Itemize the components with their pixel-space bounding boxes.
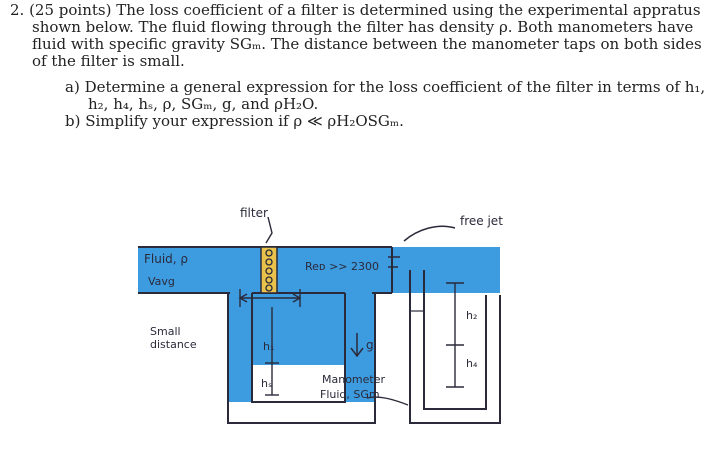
g-label: g [366,338,374,352]
problem-statement: 2. (25 points) The loss coefficient of a… [10,1,705,130]
h4-label: h₄ [466,357,478,370]
problem-line-3: fluid with specific gravity SGₘ. The dis… [32,35,702,53]
h2-label: h₂ [466,309,477,322]
fluid-label: Fluid, ρ [144,252,188,266]
distance-label: distance [150,338,197,351]
apparatus-figure: filter free jet Fluid, ρ Vavg Reᴅ >> 230… [138,206,503,424]
problem-line-4: of the filter is small. [32,52,185,70]
h1-label: h₁ [263,340,274,353]
manometer-label: Manometer [322,373,385,386]
free-jet-label: free jet [460,214,503,228]
part-a-line-1: a) Determine a general expression for th… [65,78,705,96]
problem-line-1: 2. (25 points) The loss coefficient of a… [10,1,701,19]
part-a-line-2: h₂, h₄, hₛ, ρ, SGₘ, g, and ρH₂O. [88,95,319,113]
reynolds-label: Reᴅ >> 2300 [305,260,379,273]
pipe-fluid [138,247,500,293]
filter-label: filter [240,206,268,220]
vavg-label: Vavg [148,275,175,288]
filter-element [260,246,278,294]
part-b-line-1: b) Simplify your expression if ρ ≪ ρH₂OS… [65,112,404,130]
manometer-fluid-left [228,293,375,402]
manometer-fluid-label: Fluid, SGm [320,388,380,401]
hs-label: hₛ [261,377,272,390]
small-label: Small [150,325,181,338]
problem-line-2: shown below. The fluid flowing through t… [32,18,694,36]
